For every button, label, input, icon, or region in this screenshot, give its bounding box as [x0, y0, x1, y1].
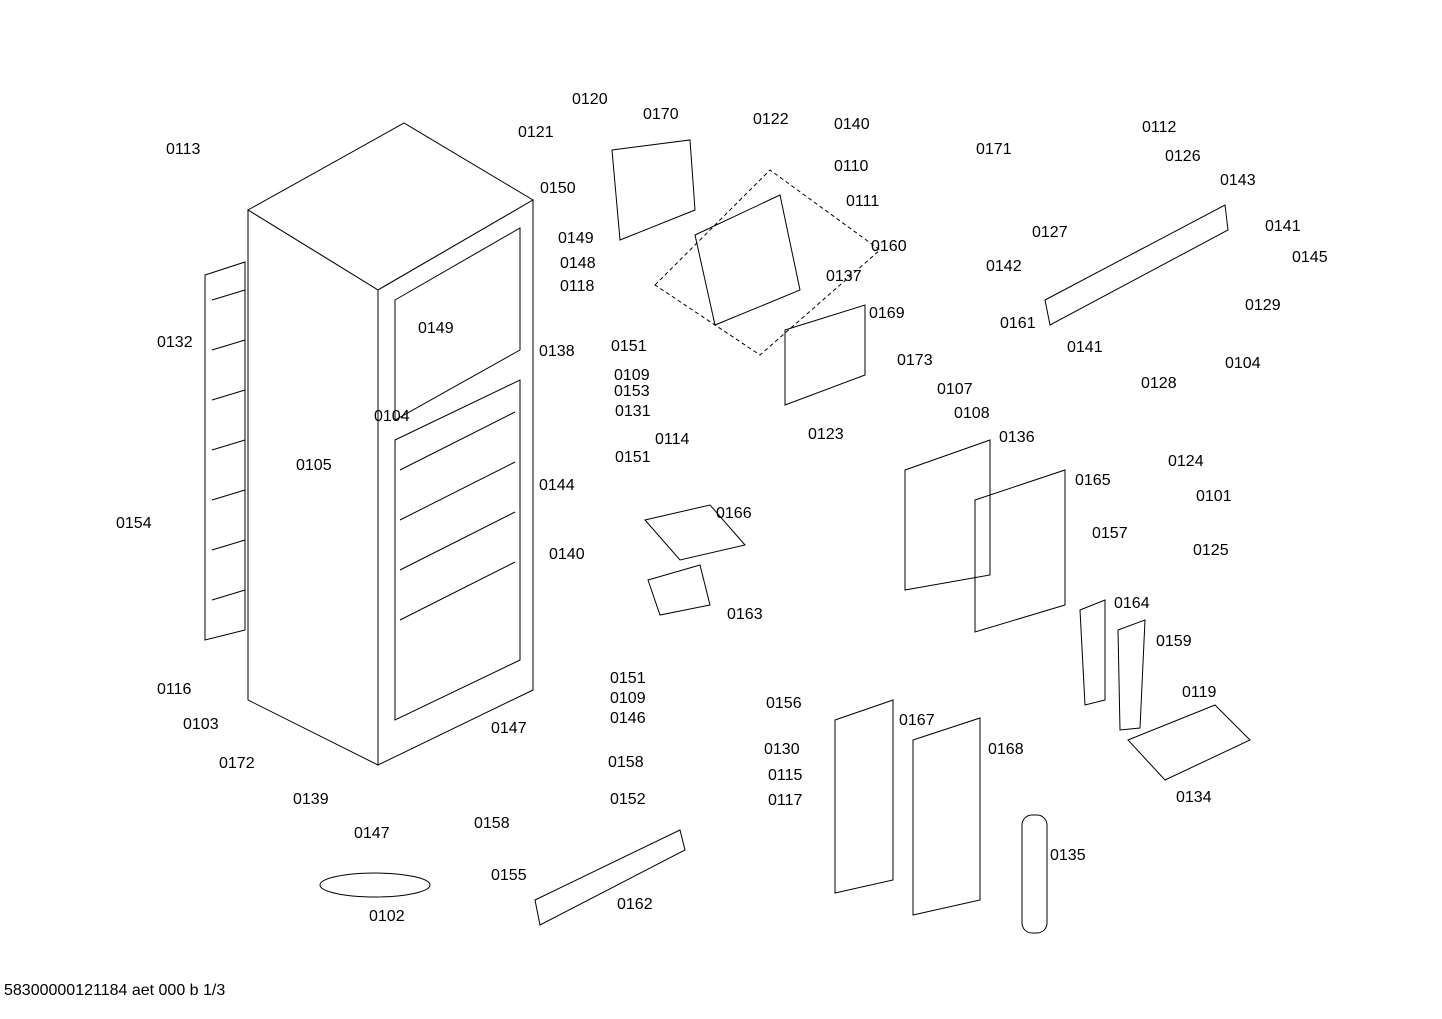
part-label: 0149: [558, 230, 594, 247]
part-label: 0112: [1142, 119, 1177, 136]
part-label: 0149: [418, 320, 454, 337]
part-label: 0125: [1193, 542, 1229, 559]
part-label: 0163: [727, 606, 763, 623]
part-label: 0141: [1265, 218, 1301, 235]
part-label: 0158: [608, 754, 644, 771]
part-label: 0135: [1050, 847, 1086, 864]
part-label: 0108: [954, 405, 990, 422]
part-label: 0147: [354, 825, 390, 842]
part-label: 0120: [572, 91, 608, 108]
panels-drawing: [319, 204, 1251, 934]
part-label: 0137: [826, 268, 862, 285]
part-label: 0150: [540, 180, 576, 197]
part-label: 0166: [716, 505, 752, 522]
cabinet-drawing: [247, 122, 534, 766]
part-label: 0107: [937, 381, 973, 398]
part-label: 0141: [1067, 339, 1103, 356]
part-label: 0162: [617, 896, 653, 913]
part-label: 0170: [643, 106, 679, 123]
part-label: 0117: [768, 792, 803, 809]
part-label: 0151: [615, 449, 651, 466]
part-label: 0129: [1245, 297, 1281, 314]
part-label: 0157: [1092, 525, 1128, 542]
part-label: 0161: [1000, 315, 1036, 332]
evaporator-drawing: [611, 139, 881, 356]
part-label: 0113: [166, 141, 201, 158]
part-label: 0132: [157, 334, 193, 351]
part-label: 0160: [871, 238, 907, 255]
part-label: 0116: [157, 681, 192, 698]
part-label: 0131: [615, 403, 651, 420]
part-label: 0154: [116, 515, 152, 532]
part-label: 0165: [1075, 472, 1111, 489]
part-label: 0110: [834, 158, 869, 175]
part-label: 0102: [369, 908, 405, 925]
part-label: 0167: [899, 712, 935, 729]
part-label: 0130: [764, 741, 800, 758]
part-label: 0168: [988, 741, 1024, 758]
part-label: 0145: [1292, 249, 1328, 266]
part-label: 0114: [655, 431, 690, 448]
part-label: 0156: [766, 695, 802, 712]
part-label: 0119: [1182, 684, 1217, 701]
part-label: 0104: [1225, 355, 1261, 372]
part-label: 0115: [768, 767, 803, 784]
part-label: 0140: [549, 546, 585, 563]
part-label: 0134: [1176, 789, 1212, 806]
part-label: 0101: [1196, 488, 1232, 505]
part-label: 0159: [1156, 633, 1192, 650]
part-label: 0121: [518, 124, 554, 141]
part-label: 0142: [986, 258, 1022, 275]
part-label: 0124: [1168, 453, 1204, 470]
part-label: 0155: [491, 867, 527, 884]
part-label: 0128: [1141, 375, 1177, 392]
part-label: 0173: [897, 352, 933, 369]
part-label: 0122: [753, 111, 789, 128]
part-label: 0111: [846, 193, 880, 210]
part-label: 0103: [183, 716, 219, 733]
drawing-id-footer: 58300000121184 aet 000 b 1/3: [4, 982, 226, 999]
part-label: 0146: [610, 710, 646, 727]
part-label: 0109: [614, 367, 650, 384]
part-label: 0147: [491, 720, 527, 737]
part-label: 0109: [610, 690, 646, 707]
part-label: 0143: [1220, 172, 1256, 189]
part-label: 0169: [869, 305, 905, 322]
condenser-drawing: [204, 261, 246, 641]
part-label: 0139: [293, 791, 329, 808]
part-label: 0151: [611, 338, 647, 355]
part-label: 0123: [808, 426, 844, 443]
part-label: 0105: [296, 457, 332, 474]
part-label: 0152: [610, 791, 646, 808]
part-label: 0126: [1165, 148, 1201, 165]
part-label: 0172: [219, 755, 255, 772]
part-label: 0144: [539, 477, 575, 494]
part-label: 0158: [474, 815, 510, 832]
part-label: 0153: [614, 383, 650, 400]
part-label: 0171: [976, 141, 1012, 158]
part-label: 0127: [1032, 224, 1068, 241]
part-label: 0151: [610, 670, 646, 687]
part-label: 0104: [374, 408, 410, 425]
part-label: 0148: [560, 255, 596, 272]
part-label: 0164: [1114, 595, 1150, 612]
part-label: 0138: [539, 343, 575, 360]
part-label: 0140: [834, 116, 870, 133]
part-label: 0118: [560, 278, 595, 295]
part-label: 0136: [999, 429, 1035, 446]
